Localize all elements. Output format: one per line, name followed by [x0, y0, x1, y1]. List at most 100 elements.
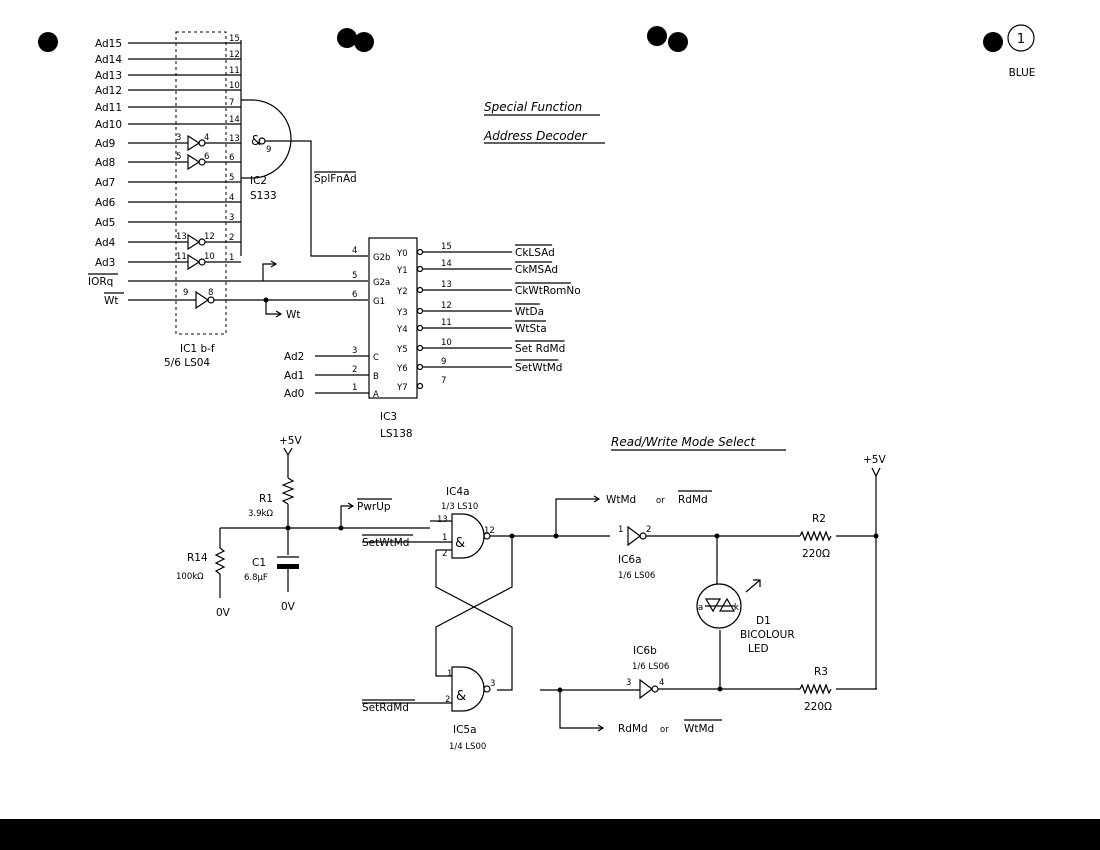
r2-resistor [799, 530, 832, 542]
address-label: Ad15 [95, 38, 122, 50]
ic3-output-signal: Set RdMd [515, 343, 565, 355]
vcc-left-label: +5V [279, 435, 302, 447]
ic2-type: S133 [250, 190, 277, 202]
r3-value: 220Ω [804, 701, 832, 713]
c1-name: C1 [252, 557, 266, 569]
ic4a-pin13: 13 [437, 515, 448, 525]
inverter-in-pin: 11 [176, 252, 187, 262]
inverter-out-pin: 10 [204, 252, 215, 262]
ic6a-pin2: 2 [646, 525, 651, 535]
ic2-input-pin: 11 [229, 66, 240, 76]
ic3-output-signal: WtDa [515, 306, 544, 318]
gnd-r14-label: 0V [216, 607, 231, 619]
d1-line2: BICOLOUR [740, 629, 795, 641]
ic3-output-label: Y0 [396, 249, 408, 259]
ic3-input-label: G1 [373, 297, 385, 307]
wt-inv-out-pin: 8 [208, 288, 213, 298]
ic3-input-label: G2a [373, 278, 390, 288]
ic1-type: 5/6 LS04 [164, 357, 210, 369]
r14-name: R14 [187, 552, 208, 564]
mode-select-title: Read/Write Mode Select [611, 435, 756, 449]
ic2-input-pin: 1 [229, 253, 234, 263]
address-input-ad6: Ad6 4 [95, 193, 241, 209]
ic3-output-label: Y2 [396, 287, 408, 297]
page-number-circle [1007, 24, 1035, 52]
r1-value: 3.9kΩ [248, 509, 273, 519]
ic3-output-label: Y5 [396, 345, 408, 355]
ic3-package [368, 237, 418, 399]
ic4a-nand-gate [451, 513, 485, 559]
ic2-nand-gate [241, 99, 292, 179]
wt-inv-in-pin: 9 [183, 288, 188, 298]
r2-name: R2 [812, 513, 826, 525]
ic6b-pin4: 4 [659, 678, 664, 688]
ic3-output-signal: WtSta [515, 323, 547, 335]
ic6a-name: IC6a [618, 554, 642, 566]
d1-cathode: k [734, 603, 739, 613]
ic3-output-label: Y4 [396, 325, 408, 335]
page-tag: BLUE [1009, 67, 1036, 79]
wtmd-label: WtMd [606, 494, 636, 506]
c1-value: 6.8µF [244, 573, 268, 583]
ic3-output-label: Y6 [396, 364, 408, 374]
rdmd-label: RdMd [618, 723, 648, 735]
address-label: Ad9 [95, 138, 115, 150]
address-label: Ad8 [95, 157, 115, 169]
ic4a-pin1: 1 [442, 533, 447, 543]
r1-resistor [281, 477, 295, 505]
wtmd-bar-label: WtMd [684, 723, 714, 735]
address-label: Ad10 [95, 119, 122, 131]
ic2-input-pin: 10 [229, 81, 240, 91]
d1-line3: LED [748, 643, 769, 655]
decoder-title-line2: Address Decoder [483, 129, 588, 143]
inverter-out-pin: 4 [204, 133, 209, 143]
ic3-input-pin: 5 [352, 271, 357, 281]
rdmd-bar-label: RdMd [678, 494, 708, 506]
ic3-input-g1: 6G1 [352, 290, 385, 307]
ic3-name: IC3 [380, 411, 397, 423]
ic3-output-pin: 14 [441, 259, 452, 269]
r2-value: 220Ω [802, 548, 830, 560]
ic3-output-pin: 9 [441, 357, 446, 367]
r3-resistor [799, 683, 832, 695]
page-number: 1 [1017, 32, 1025, 47]
address-label: Ad6 [95, 197, 116, 209]
ic3-output-pin: 10 [441, 338, 452, 348]
ic3-output-signal: SetWtMd [515, 362, 562, 374]
vcc-right-label: +5V [863, 454, 886, 466]
ic2-name: IC2 [250, 175, 267, 187]
ic3-output-pin: 7 [441, 376, 446, 386]
cross-couple-a [435, 550, 513, 691]
ic3-input-signal: Ad2 [284, 351, 304, 363]
ic5a-pin1: 1 [447, 669, 452, 679]
setwtmd-label: SetWtMd [362, 537, 409, 549]
setrdmd-label: SetRdMd [362, 702, 409, 714]
wt-input-label: Wt [104, 295, 119, 307]
address-label: Ad5 [95, 217, 115, 229]
ic3-output-label: Y3 [396, 308, 408, 318]
ic5a-type: 1/4 LS00 [449, 742, 486, 752]
ic2-input-pin: 4 [229, 193, 234, 203]
ic2-input-pin: 14 [229, 115, 240, 125]
ic5a-name: IC5a [453, 724, 477, 736]
ic3-output-signal: CkLSAd [515, 247, 555, 259]
ic3-input-pin: 2 [352, 365, 357, 375]
ic5a-symbol: & [456, 689, 466, 704]
inverter-in-pin: 3 [176, 133, 181, 143]
ic3-input-label: B [373, 372, 379, 382]
ic3-output-pin: 11 [441, 318, 452, 328]
ic5a-pin2: 2 [445, 695, 450, 705]
